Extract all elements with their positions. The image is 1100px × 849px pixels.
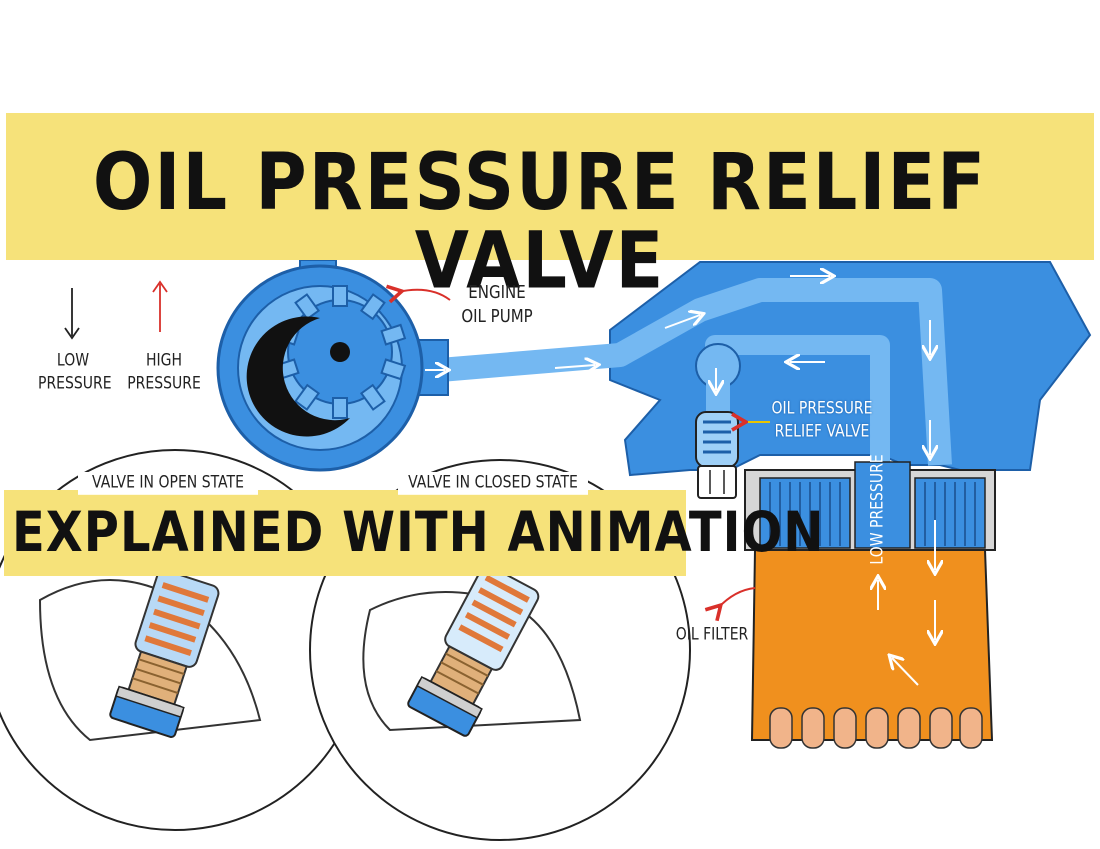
legend-high-label: HIGH PRESSURE (126, 350, 202, 395)
relief-valve-label: OIL PRESSURE RELIEF VALVE (768, 398, 876, 443)
low-pressure-label: LOW PRESSURE (867, 454, 888, 565)
legend-low-line1: LOW (56, 351, 90, 371)
open-state-label: VALVE IN OPEN STATE (78, 472, 258, 495)
page-subtitle: EXPLAINED WITH ANIMATION (12, 500, 825, 565)
page-title: OIL PRESSURE RELIEF VALVE (92, 136, 988, 307)
closed-valve-assembly (407, 564, 540, 737)
oil-pump (216, 259, 448, 472)
open-valve-assembly (109, 569, 220, 738)
legend-high-arrow (152, 280, 168, 332)
title-banner (6, 113, 1094, 260)
legend-low-label: LOW PRESSURE (38, 350, 112, 395)
engine-line1: ENGINE (468, 281, 526, 303)
engine-line2: OIL PUMP (461, 305, 533, 328)
legend-low-line2: PRESSURE (38, 373, 112, 394)
engine-oil-pump-label: ENGINE OIL PUMP (452, 280, 542, 329)
relief-line2: RELIEF VALVE (774, 421, 870, 442)
closed-state-label: VALVE IN CLOSED STATE (398, 472, 588, 495)
legend-high-line2: PRESSURE (127, 373, 201, 394)
legend-low-arrow (64, 288, 80, 340)
pointer-arrows (398, 290, 756, 608)
oil-filter (744, 461, 996, 749)
flow-arrows (554, 276, 935, 686)
relief-valve (695, 411, 739, 499)
subtitle-banner (4, 490, 686, 576)
legend-high-line1: HIGH (145, 351, 183, 371)
oil-filter-label: OIL FILTER (675, 625, 749, 645)
relief-line1: OIL PRESSURE (771, 399, 873, 419)
